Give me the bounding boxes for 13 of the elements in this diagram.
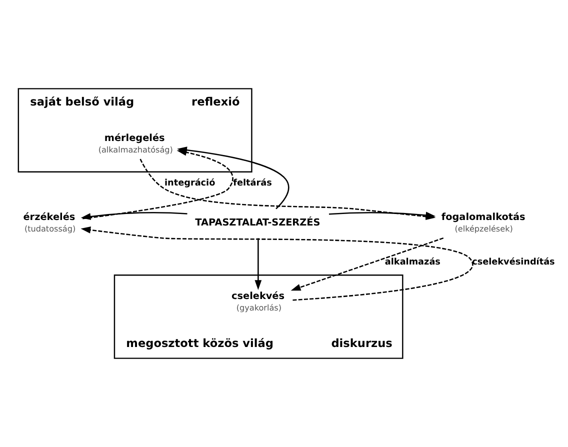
arrow [80, 226, 473, 301]
arrow [80, 212, 188, 220]
node-text: cselekvés (gyakorlás) [232, 291, 285, 313]
arrow [254, 238, 262, 290]
node-text: érzékelés (tudatosság) [23, 212, 76, 234]
node-text: fogalomalkotás (elképzelések) [441, 212, 526, 234]
edge-label: cselekvésindítás [472, 258, 555, 268]
edge-label: alkalmazás [384, 258, 440, 268]
edge-label: integráció [164, 178, 216, 188]
node-text: mérlegelés (alkalmazhatóság) [98, 132, 173, 154]
arrow [290, 237, 444, 291]
node-text: TAPASZTALAT-SZERZÉS [195, 218, 320, 229]
edge-label: feltárás [233, 178, 272, 188]
